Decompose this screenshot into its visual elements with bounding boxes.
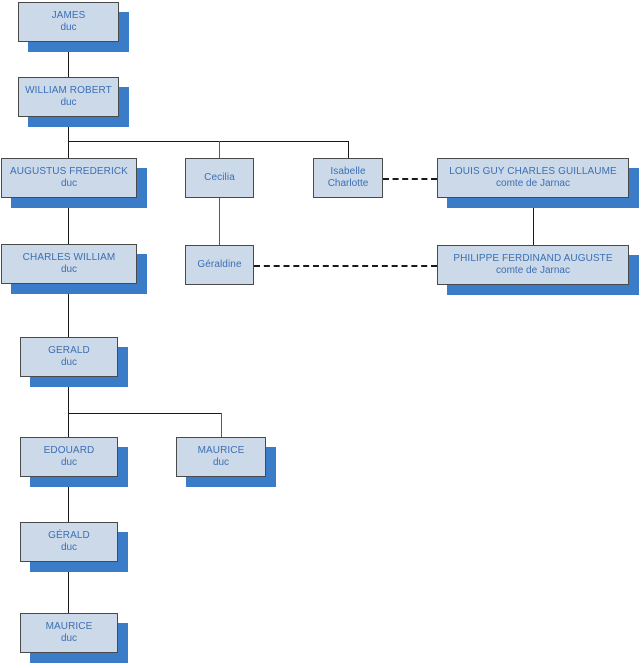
connector-cecilia-geraldine	[219, 198, 220, 245]
node-title: duc	[60, 22, 77, 33]
node-philippe-ferdinand-auguste[interactable]: PHILIPPE FERDINAND AUGUSTE comte de Jarn…	[437, 245, 629, 285]
connector-drop-edouard	[68, 413, 69, 437]
connector-sibling-bar-gen3	[68, 141, 349, 142]
node-title: Charlotte	[327, 178, 369, 189]
connector-isabelle-louis-marriage	[383, 178, 437, 180]
node-name: MAURICE	[197, 445, 245, 457]
connector-gerald-down	[68, 377, 69, 413]
node-title: duc	[60, 542, 78, 553]
node-title: duc	[212, 457, 230, 468]
node-charles-william[interactable]: CHARLES WILLIAM duc	[1, 244, 137, 284]
node-william-robert[interactable]: WILLIAM ROBERT duc	[18, 77, 119, 117]
node-title: duc	[60, 264, 78, 275]
connector-drop-isabelle	[348, 141, 349, 158]
connector-drop-cecilia	[219, 141, 220, 158]
connector-sibling-bar-gen7	[68, 413, 221, 414]
node-augustus-frederick[interactable]: AUGUSTUS FREDERICK duc	[1, 158, 137, 198]
node-title: duc	[60, 178, 78, 189]
node-gerald-duc[interactable]: GERALD duc	[20, 337, 118, 377]
connector-augustus-charles	[68, 198, 69, 244]
connector-drop-maurice1	[221, 413, 222, 437]
connector-james-william	[68, 42, 69, 77]
node-name: PHILIPPE FERDINAND AUGUSTE	[453, 253, 613, 265]
node-title: duc	[60, 97, 77, 108]
node-title: duc	[60, 457, 78, 468]
node-title: duc	[60, 633, 78, 644]
node-louis-guy-charles-guillaume[interactable]: LOUIS GUY CHARLES GUILLAUME comte de Jar…	[437, 158, 629, 198]
node-james[interactable]: JAMES duc	[18, 2, 119, 42]
connector-william-down	[68, 117, 69, 141]
connector-drop-augustus	[68, 141, 69, 158]
connector-charles-gerald	[68, 284, 69, 337]
node-maurice-duc-lower[interactable]: MAURICE duc	[20, 613, 118, 653]
node-title: comte de Jarnac	[496, 265, 570, 276]
node-cecilia[interactable]: Cecilia	[185, 158, 254, 198]
node-title: duc	[60, 357, 78, 368]
node-isabelle-charlotte[interactable]: Isabelle Charlotte	[313, 158, 383, 198]
node-name: Cecilia	[204, 172, 235, 184]
node-name: EDOUARD	[43, 445, 95, 457]
node-geraldine[interactable]: Géraldine	[185, 245, 254, 285]
node-edouard[interactable]: EDOUARD duc	[20, 437, 118, 477]
node-name: Isabelle	[330, 166, 366, 178]
connector-edouard-gerald2	[68, 477, 69, 522]
node-name: GERALD	[48, 345, 90, 357]
node-name: GÉRALD	[48, 530, 90, 542]
node-name: CHARLES WILLIAM	[22, 252, 116, 264]
node-name: AUGUSTUS FREDERICK	[10, 166, 128, 178]
connector-louis-philippe	[533, 198, 534, 245]
node-name: LOUIS GUY CHARLES GUILLAUME	[449, 166, 617, 178]
connector-geraldine-philippe-marriage	[254, 265, 437, 267]
connector-gerald2-maurice2	[68, 562, 69, 613]
node-name: JAMES	[51, 10, 86, 22]
node-title: comte de Jarnac	[496, 178, 570, 189]
node-name: MAURICE	[45, 621, 93, 633]
node-gerald-accented-duc[interactable]: GÉRALD duc	[20, 522, 118, 562]
node-maurice-duc-upper[interactable]: MAURICE duc	[176, 437, 266, 477]
node-name: Géraldine	[197, 259, 242, 271]
node-name: WILLIAM ROBERT	[25, 85, 112, 97]
